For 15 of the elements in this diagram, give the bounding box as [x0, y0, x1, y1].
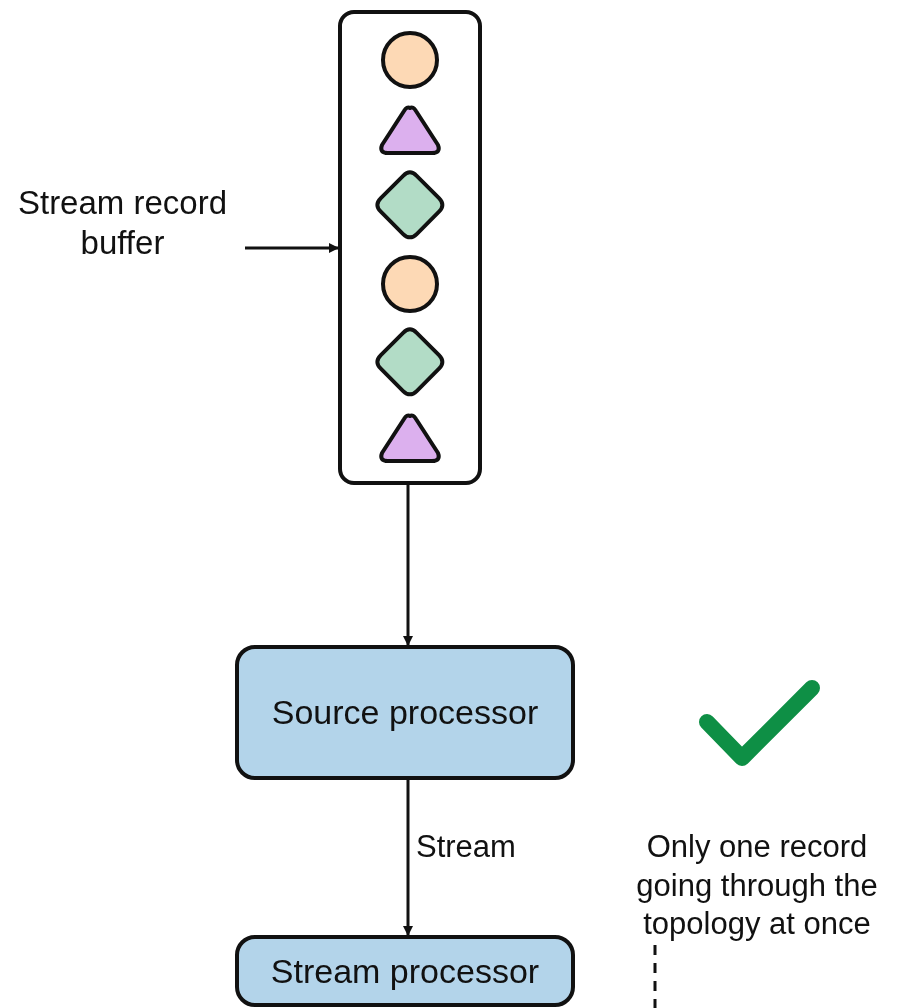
dashed-line	[653, 945, 657, 1008]
buffer-label: Stream record buffer	[0, 180, 245, 266]
diamond-symbol	[374, 169, 446, 242]
triangle-symbol	[376, 410, 444, 465]
arrow	[403, 485, 413, 646]
processor-box: Stream processor	[235, 935, 575, 1007]
triangle-symbol	[376, 102, 444, 157]
circle-symbol	[380, 253, 440, 314]
buffer-box	[338, 10, 482, 485]
diamond-symbol	[374, 326, 446, 399]
processor-box: Source processor	[235, 645, 575, 780]
note-text: Only one record going through the topology at once	[613, 828, 901, 944]
arrow	[245, 243, 339, 253]
arrow	[403, 780, 413, 936]
circle-symbol	[380, 30, 440, 91]
